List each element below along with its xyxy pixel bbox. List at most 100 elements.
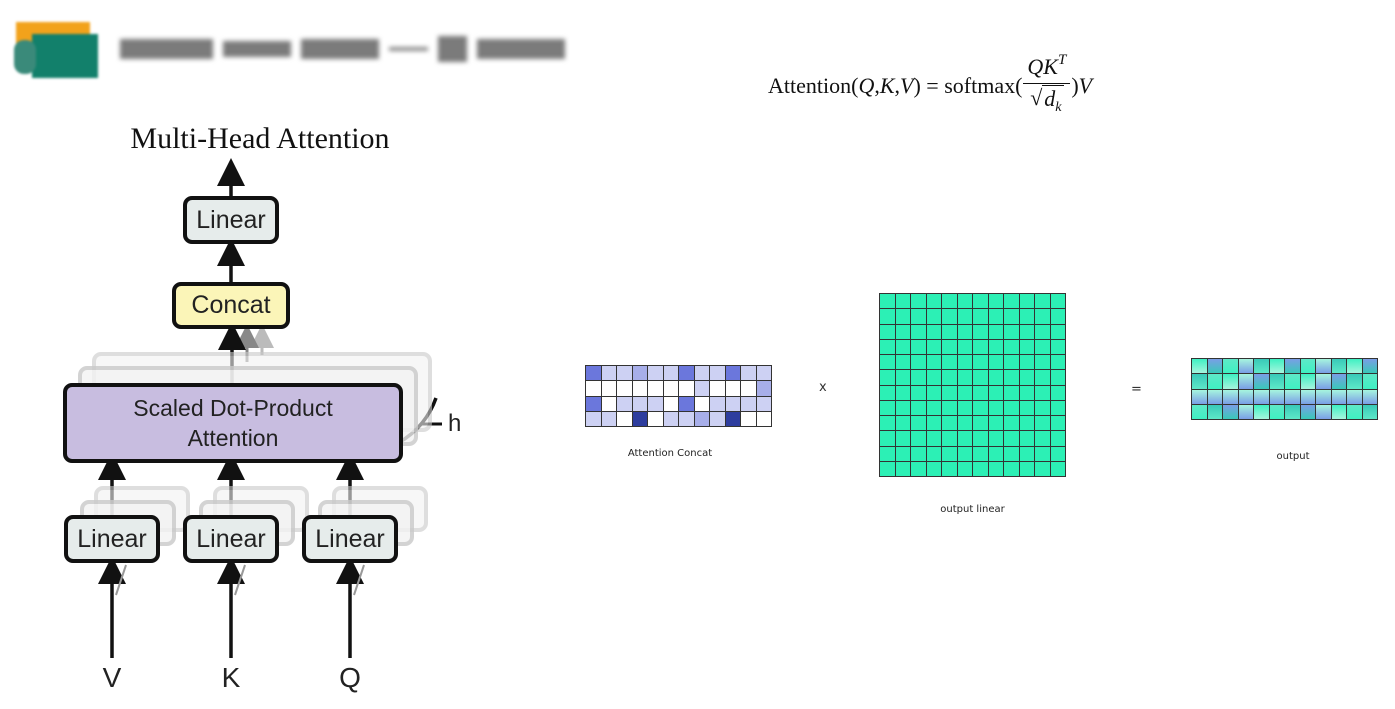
matrix-cell (973, 339, 988, 354)
matrix-cell (926, 309, 941, 324)
matrix-cell (694, 366, 709, 381)
matrix-cell (957, 461, 972, 476)
matrix-cell (1207, 374, 1222, 389)
matrix-cell (942, 400, 957, 415)
matrix-cell (973, 400, 988, 415)
matrix-cell (632, 396, 647, 411)
matrix-cell (942, 309, 957, 324)
matrix-cell (973, 309, 988, 324)
matrix-cell (1269, 404, 1284, 419)
matrix-cell (1223, 359, 1238, 374)
matrix-cell (586, 381, 601, 396)
matrix-cell (988, 416, 1003, 431)
matrix-cell (1192, 389, 1207, 404)
matrix-cell (710, 396, 725, 411)
matrix-cell (648, 396, 663, 411)
matrix-cell (1035, 385, 1050, 400)
matrix-cell (1192, 404, 1207, 419)
matrix-cell (1269, 374, 1284, 389)
linear-q-label: Linear (315, 524, 385, 553)
matrix-cell (895, 385, 910, 400)
matrix-cell (1019, 446, 1034, 461)
matrix-cell (679, 411, 694, 426)
matrix-cell (741, 396, 756, 411)
matrix-cell (942, 294, 957, 309)
matrix-cell (926, 370, 941, 385)
matrix-cell (1300, 389, 1315, 404)
matrix-cell (926, 385, 941, 400)
matrix-cell (926, 446, 941, 461)
matrix-cell (926, 355, 941, 370)
matrix-cell (1331, 359, 1346, 374)
matrix-cell (911, 446, 926, 461)
matrix-cell (957, 355, 972, 370)
matrix-cell (880, 324, 895, 339)
matrix-cell (617, 411, 632, 426)
input-q-label: Q (339, 662, 361, 693)
matrix-cell (1238, 389, 1253, 404)
matrix-cell (1019, 324, 1034, 339)
matrix-cell (1050, 400, 1065, 415)
diagram-title: Multi-Head Attention (130, 122, 390, 155)
matrix-cell (632, 411, 647, 426)
matrix-cell (1004, 370, 1019, 385)
input-k-label: K (221, 662, 241, 693)
matrix-cell (973, 355, 988, 370)
matrix-cell (926, 294, 941, 309)
matrix-cell (942, 385, 957, 400)
matrix-cell (1207, 404, 1222, 419)
matrix-cell (1050, 416, 1065, 431)
matrix-cell (895, 324, 910, 339)
matrix-cell (1019, 431, 1034, 446)
matrix-cell (1300, 359, 1315, 374)
matrix-cell (973, 370, 988, 385)
matrix-cell (988, 461, 1003, 476)
matrix-cell (694, 396, 709, 411)
matrix-cell (1035, 370, 1050, 385)
matrix-cell (1238, 374, 1253, 389)
matrix-cell (895, 355, 910, 370)
matrix-cell (957, 431, 972, 446)
matrix-cell (1019, 385, 1034, 400)
matrix-cell (1035, 461, 1050, 476)
matrix-cell (942, 355, 957, 370)
matrix-cell (926, 431, 941, 446)
matrix-cell (1223, 374, 1238, 389)
matrix-cell (1347, 359, 1362, 374)
matrix-cell (1004, 324, 1019, 339)
matrix-cell (1004, 294, 1019, 309)
matrix-cell (957, 324, 972, 339)
concat-label: Concat (191, 291, 271, 319)
sdpa-label-line2: Attention (187, 425, 279, 451)
matrix-cell (1254, 359, 1269, 374)
matrix-cell (1316, 359, 1331, 374)
matrix-cell (1223, 389, 1238, 404)
matrix-cell (1285, 389, 1300, 404)
matrix-cell (957, 294, 972, 309)
attention-concat-matrix (585, 365, 772, 427)
matrix-cell (895, 370, 910, 385)
matrix-cell (756, 366, 771, 381)
output-linear-matrix (879, 293, 1066, 477)
matrix-cell (1004, 461, 1019, 476)
matrix-cell (1004, 431, 1019, 446)
matrix-cell (1050, 385, 1065, 400)
matrix-cell (1050, 446, 1065, 461)
matrix-cell (1004, 385, 1019, 400)
formula-lhs: Attention( (768, 72, 859, 98)
matrix-cell (1019, 294, 1034, 309)
matrix-cell (725, 366, 740, 381)
matrix-cell (911, 309, 926, 324)
matrix-cell (973, 461, 988, 476)
sdpa-box: Scaled Dot-Product Attention (63, 383, 403, 463)
matrix-cell (1019, 461, 1034, 476)
matrix-cell (1004, 309, 1019, 324)
matrix-cell (1269, 359, 1284, 374)
top-linear-label: Linear (196, 205, 266, 234)
matrix-cell (756, 411, 771, 426)
matrix-cell (1207, 389, 1222, 404)
matrix-cell (957, 416, 972, 431)
attention-concat-caption: Attention Concat (627, 448, 713, 459)
matrix-cell (586, 396, 601, 411)
matrix-cell (741, 411, 756, 426)
